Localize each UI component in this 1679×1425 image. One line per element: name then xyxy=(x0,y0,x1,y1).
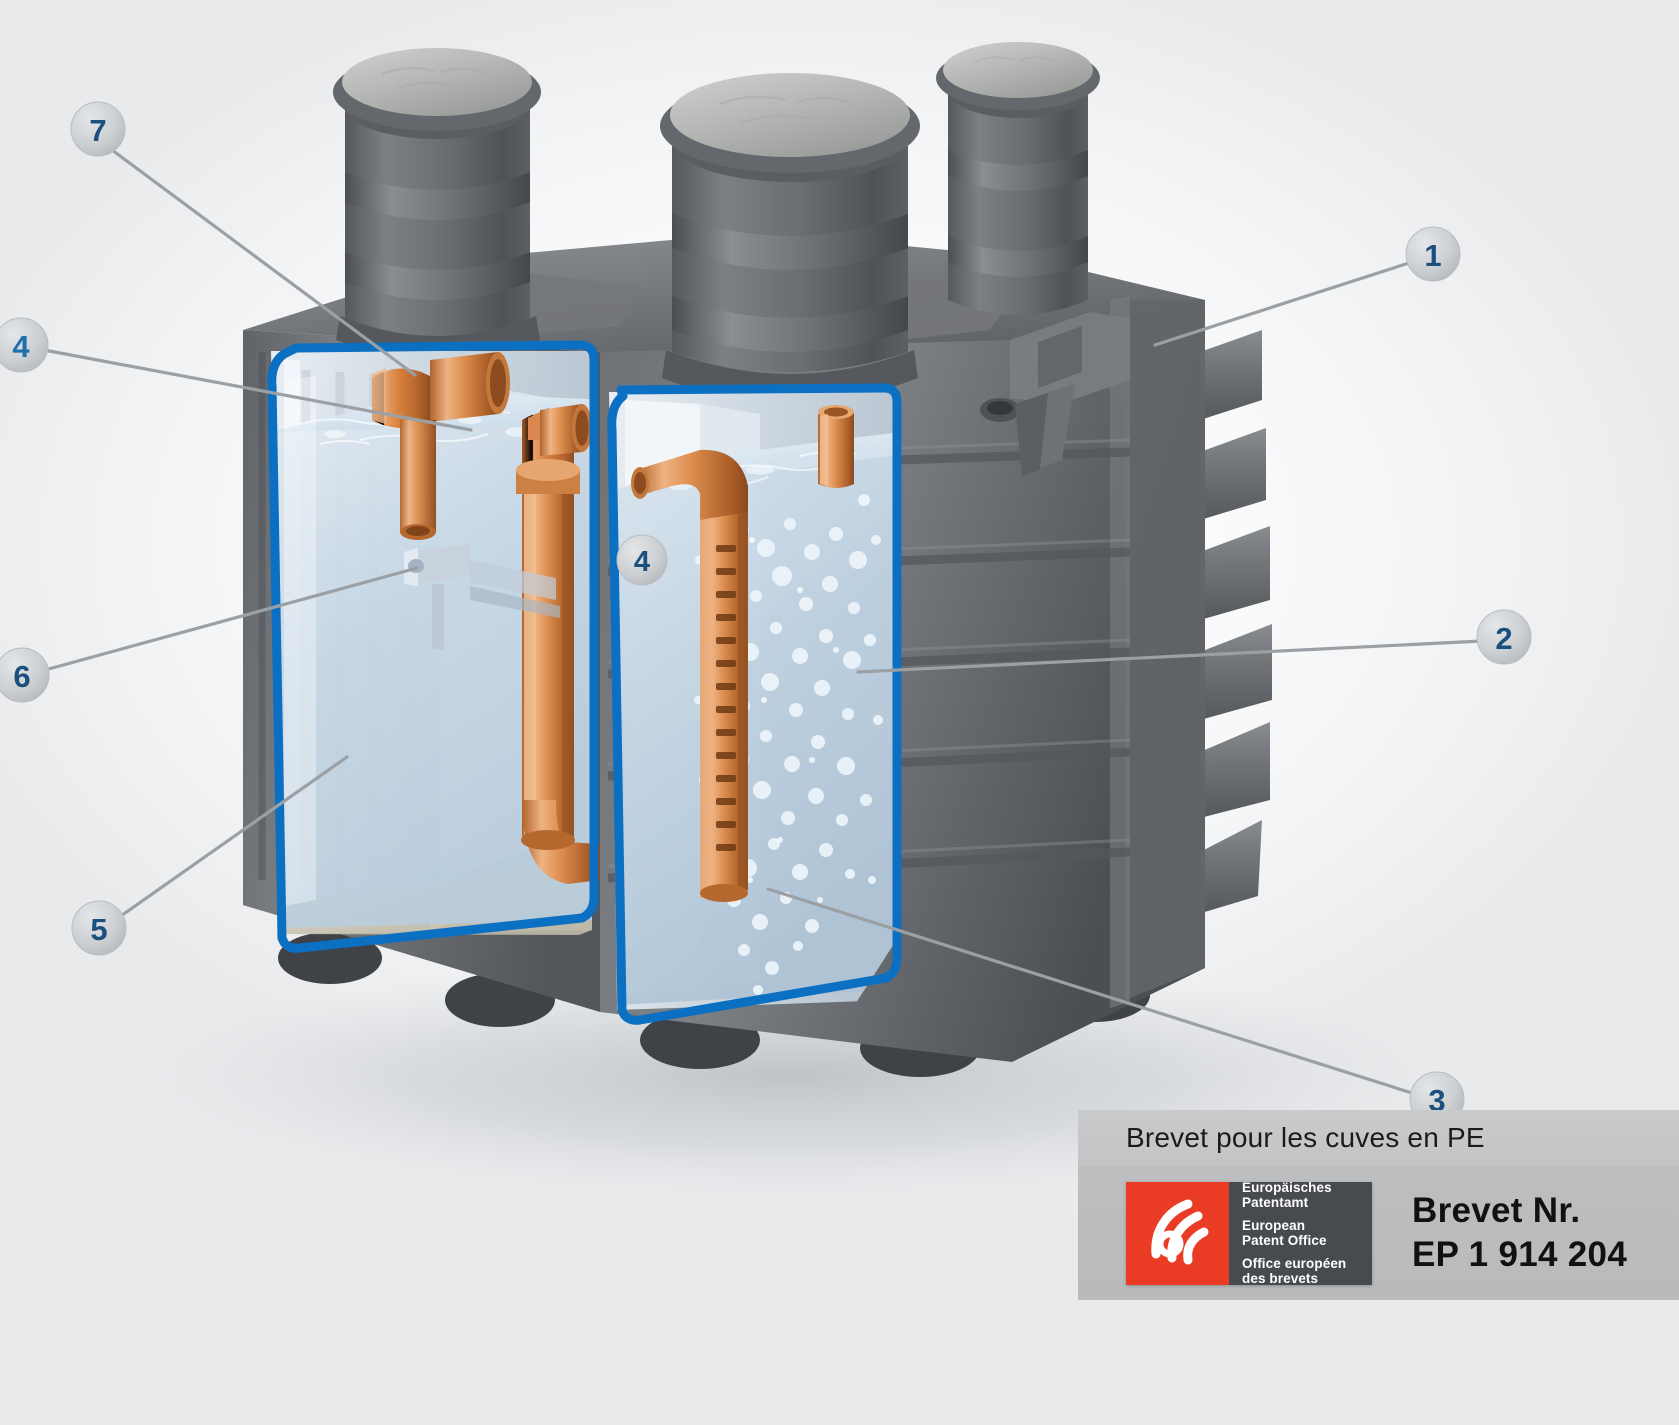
patent-number-label: Brevet Nr. xyxy=(1412,1191,1581,1230)
callout-marker-4-middle[interactable]: 4 xyxy=(616,534,668,586)
epo-line-fr: Office européen des brevets xyxy=(1242,1256,1358,1286)
callout-marker-1[interactable]: 1 xyxy=(1405,226,1461,282)
callout-label-5: 5 xyxy=(90,912,107,947)
chamber-left xyxy=(271,351,592,935)
cutaway-outline xyxy=(267,340,902,1025)
callout-marker-2[interactable]: 2 xyxy=(1476,609,1532,665)
tank-ribs xyxy=(1198,330,1272,914)
leader-line-3 xyxy=(766,887,1417,1096)
callout-label-2: 2 xyxy=(1495,621,1512,656)
callout-label-4-left: 4 xyxy=(12,329,30,364)
leader-line-2 xyxy=(856,639,1484,674)
leader-line-1 xyxy=(1153,260,1414,347)
callout-marker-6[interactable]: 6 xyxy=(0,647,50,703)
epo-line-en-2: Patent Office xyxy=(1242,1233,1327,1248)
leader-line-5 xyxy=(116,755,349,920)
manhole-shaft-rear xyxy=(936,42,1100,315)
callout-label-7: 7 xyxy=(89,113,106,148)
patent-number-block: Brevet Nr. EP 1 914 204 xyxy=(1412,1191,1627,1275)
callout-leader-lines xyxy=(42,148,1484,1096)
patent-badge-body: Europäisches Patentamt European Patent O… xyxy=(1078,1166,1679,1300)
epo-line-fr-1: Office européen xyxy=(1242,1256,1347,1272)
epo-line-de-1: Europäisches xyxy=(1242,1179,1332,1195)
epo-line-de: Europäisches Patentamt xyxy=(1242,1180,1358,1210)
epo-logo-mark xyxy=(1126,1181,1229,1285)
leader-line-6 xyxy=(43,566,419,672)
callout-label-1: 1 xyxy=(1424,238,1441,273)
internal-bracket xyxy=(404,544,560,650)
callout-marker-7[interactable]: 7 xyxy=(70,101,126,157)
patent-badge-title-bar: Brevet pour les cuves en PE xyxy=(1078,1110,1679,1166)
inlet-tee-pipe xyxy=(372,352,510,540)
diffuser-slots xyxy=(716,545,736,851)
callout-marker-5[interactable]: 5 xyxy=(71,900,127,956)
epo-swirl-icon xyxy=(1151,1199,1209,1264)
manhole-shaft-middle xyxy=(660,73,920,403)
epo-line-de-2: Patentamt xyxy=(1242,1194,1309,1210)
manhole-shaft-left xyxy=(333,48,541,361)
patent-badge-title: Brevet pour les cuves en PE xyxy=(1126,1122,1485,1153)
epo-logo-text: Europäisches Patentamt European Patent O… xyxy=(1229,1180,1372,1286)
epo-line-fr-2: des brevets xyxy=(1242,1271,1319,1287)
patent-number-value: EP 1 914 204 xyxy=(1412,1235,1628,1274)
rear-vent-pipe xyxy=(818,405,854,488)
callout-label-6: 6 xyxy=(13,659,30,694)
epo-logo: Europäisches Patentamt European Patent O… xyxy=(1126,1180,1372,1286)
callout-marker-4-left[interactable]: 4 xyxy=(0,317,49,373)
patent-badge: Brevet pour les cuves en PE xyxy=(1078,1110,1679,1300)
transfer-pipe xyxy=(516,404,600,884)
epo-line-en: European Patent Office xyxy=(1242,1218,1358,1248)
tank-molded-detail xyxy=(980,312,1130,476)
aeration-riser xyxy=(631,449,748,902)
epo-line-en-1: European xyxy=(1242,1217,1306,1233)
leader-line-7 xyxy=(110,148,417,377)
callout-label-3: 3 xyxy=(1428,1083,1445,1118)
leader-line-4a xyxy=(42,348,473,432)
callout-label-4-middle: 4 xyxy=(634,546,650,578)
